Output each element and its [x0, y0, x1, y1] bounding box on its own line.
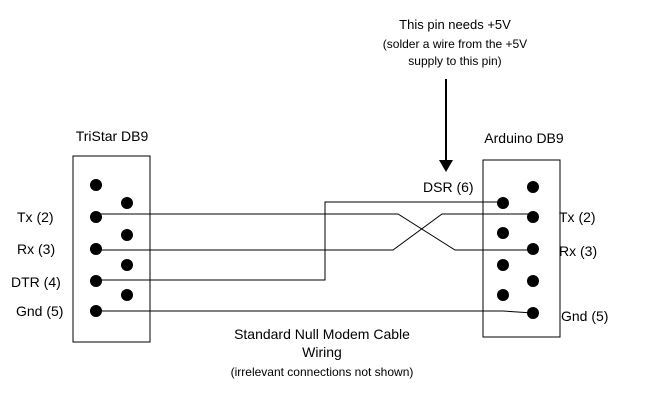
- left-connector-title: TriStar DB9: [76, 128, 149, 144]
- caption-line-3: (irrelevant connections not shown): [231, 365, 414, 379]
- caption-line-2: Wiring: [302, 344, 342, 360]
- note-arrow-head: [439, 160, 453, 172]
- left-pin-3-rx: [90, 243, 102, 255]
- wire-tristar-dtr-to-arduino-dsr: [96, 201, 503, 281]
- right-pin-1: [527, 181, 539, 193]
- wire-tristar-tx-to-arduino-rx: [96, 213, 533, 251]
- right-pin-8: [497, 259, 509, 271]
- left-pin-6: [121, 197, 133, 209]
- caption-line-1: Standard Null Modem Cable: [234, 326, 410, 342]
- right-label-dsr: DSR (6): [423, 179, 474, 195]
- right-pin-5-gnd: [527, 307, 539, 319]
- right-connector-title: Arduino DB9: [484, 130, 564, 146]
- right-label-rx: Rx (3): [559, 243, 597, 259]
- right-pin-3-rx: [527, 243, 539, 255]
- right-pin-2-tx: [527, 211, 539, 223]
- left-pin-5-gnd: [90, 305, 102, 317]
- wire-gnd-to-gnd: [96, 310, 534, 314]
- wire-tristar-rx-to-arduino-tx: [96, 213, 533, 251]
- left-pin-9: [121, 289, 133, 301]
- note-line-2: (solder a wire from the +5V: [383, 37, 527, 51]
- note-line-3: supply to this pin): [408, 54, 501, 68]
- right-label-tx: Tx (2): [559, 209, 596, 225]
- left-pin-4-dtr: [90, 275, 102, 287]
- right-connector-body: [482, 159, 561, 338]
- note-line-1: This pin needs +5V: [399, 17, 511, 32]
- left-label-rx: Rx (3): [17, 241, 55, 257]
- left-pin-2-tx: [90, 211, 102, 223]
- right-pin-4: [527, 275, 539, 287]
- right-pin-6-dsr: [497, 197, 509, 209]
- right-pin-9: [497, 289, 509, 301]
- left-label-tx: Tx (2): [17, 209, 54, 225]
- left-label-dtr: DTR (4): [11, 274, 61, 290]
- right-label-gnd: Gnd (5): [561, 308, 608, 324]
- left-pin-8: [121, 259, 133, 271]
- right-pin-7: [497, 227, 509, 239]
- left-connector-body: [72, 155, 151, 343]
- left-pin-1: [90, 179, 102, 191]
- left-pin-7: [121, 229, 133, 241]
- left-label-gnd: Gnd (5): [16, 303, 63, 319]
